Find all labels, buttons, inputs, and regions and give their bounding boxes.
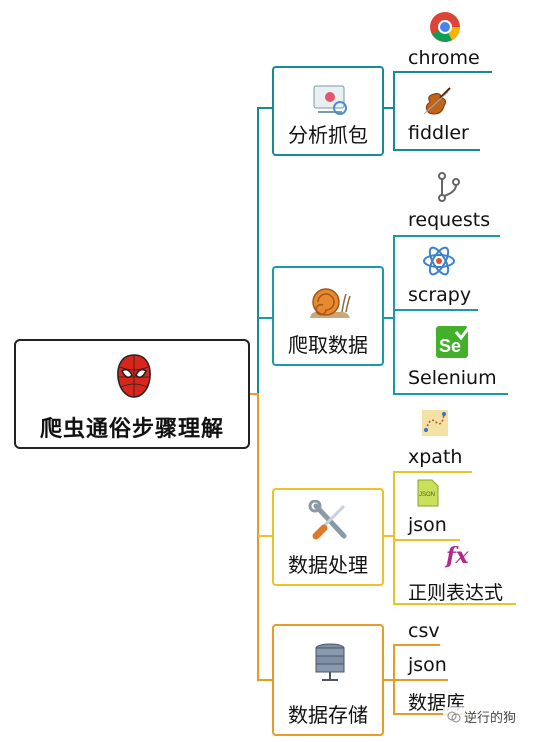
leaf-requests[interactable]: requests [408, 209, 491, 231]
packet-capture-icon [313, 85, 347, 115]
leaf-xpath[interactable]: xpath [408, 446, 463, 468]
leaf-fiddler[interactable]: fiddler [408, 122, 469, 144]
wechat-icon [447, 711, 461, 723]
leaf-regex[interactable]: 正则表达式 [408, 582, 504, 604]
root-label: 爬虫通俗步骤理解 [39, 417, 224, 442]
leaf-chrome[interactable]: chrome [408, 47, 480, 69]
root-node[interactable]: 爬虫通俗步骤理解 [14, 339, 250, 449]
watermark: 逆行的狗 [443, 707, 521, 726]
leaf-json[interactable]: json [408, 514, 447, 536]
leaf-selenium[interactable]: Selenium [408, 367, 497, 389]
violin-icon [423, 87, 451, 115]
branch-store-data[interactable]: 数据存储 [272, 624, 384, 736]
json-file-icon: JSON [417, 479, 439, 507]
branch-crawl-data[interactable]: 爬取数据 [272, 266, 384, 366]
branch-label: 分析抓包 [288, 123, 368, 147]
svg-text:Se: Se [439, 336, 461, 356]
tools-icon [308, 500, 347, 540]
svg-text:JSON: JSON [419, 492, 435, 498]
spiderman-mask-icon [117, 354, 151, 398]
branch-analyze-capture[interactable]: 分析抓包 [272, 66, 384, 156]
branch-icon [438, 172, 460, 202]
react-atom-icon [423, 246, 455, 276]
watermark-label: 逆行的狗 [464, 711, 517, 726]
branch-process-data[interactable]: 数据处理 [272, 488, 384, 586]
database-icon [315, 643, 345, 681]
leaf-scrapy[interactable]: scrapy [408, 284, 472, 306]
branch-label: 爬取数据 [288, 333, 368, 357]
branch-label: 数据处理 [288, 553, 368, 577]
fx-icon: fx [446, 543, 469, 569]
selenium-icon: Se [436, 325, 472, 358]
branch-label: 数据存储 [288, 703, 368, 727]
chrome-icon [430, 12, 460, 42]
leaf-json-store[interactable]: json [408, 654, 447, 676]
xpath-map-icon [422, 410, 448, 436]
snail-icon [310, 288, 351, 318]
leaf-csv[interactable]: csv [408, 620, 440, 642]
